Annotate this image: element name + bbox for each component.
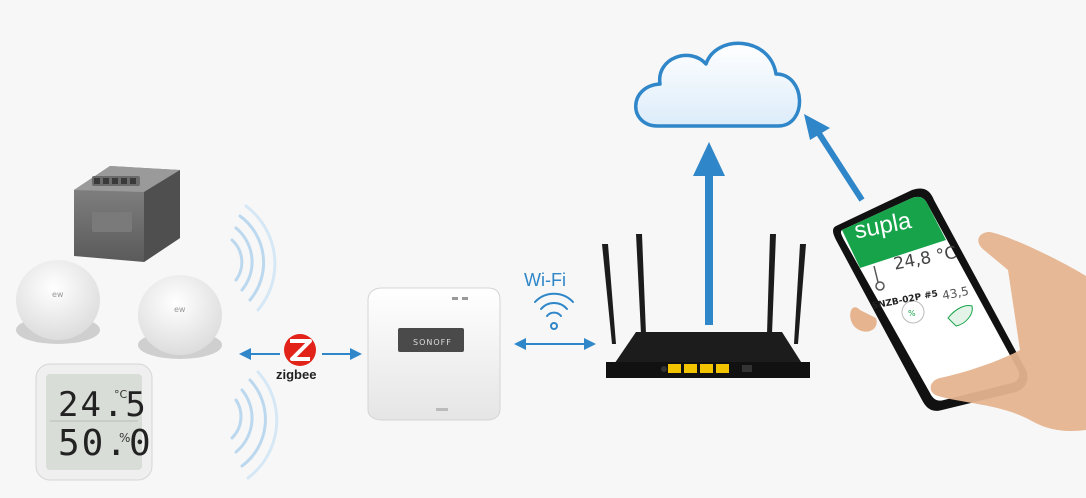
thermometer-icon (873, 265, 885, 291)
hand (850, 232, 1086, 431)
smartphone: % (833, 188, 1028, 411)
radio-waves-lower (230, 370, 279, 480)
wifi-router (602, 234, 810, 378)
cloud-icon (634, 41, 802, 128)
thermometer-humidity: 50.0 (58, 423, 153, 464)
radio-waves-upper (230, 204, 277, 312)
zigbee-bridge (367, 287, 501, 421)
thermometer-temperature: 24.5 (58, 385, 148, 425)
wifi-label: Wi-Fi (524, 270, 566, 290)
thermometer-temperature-unit: °C (114, 388, 128, 401)
router-ports (668, 364, 729, 373)
bridge-brand: SONOFF (413, 338, 452, 347)
thermometer-humidity-unit: % (119, 431, 131, 445)
round-sensor-left: ew (16, 260, 100, 344)
zigbee-label: zigbee (276, 367, 317, 382)
wifi-icon (534, 292, 574, 330)
svg-text:%: % (908, 309, 916, 318)
zigbee-logo-icon (284, 334, 316, 366)
relay-module (74, 166, 180, 262)
router-antennas (602, 234, 806, 344)
thermometer-device (35, 363, 153, 481)
svg-text:ew: ew (52, 290, 64, 299)
round-sensor-right: ew (138, 275, 222, 359)
svg-text:ew: ew (174, 305, 186, 314)
humidity-icon (947, 305, 973, 327)
phone-to-cloud-arrow (804, 114, 865, 202)
router-to-cloud-arrow (693, 142, 725, 325)
